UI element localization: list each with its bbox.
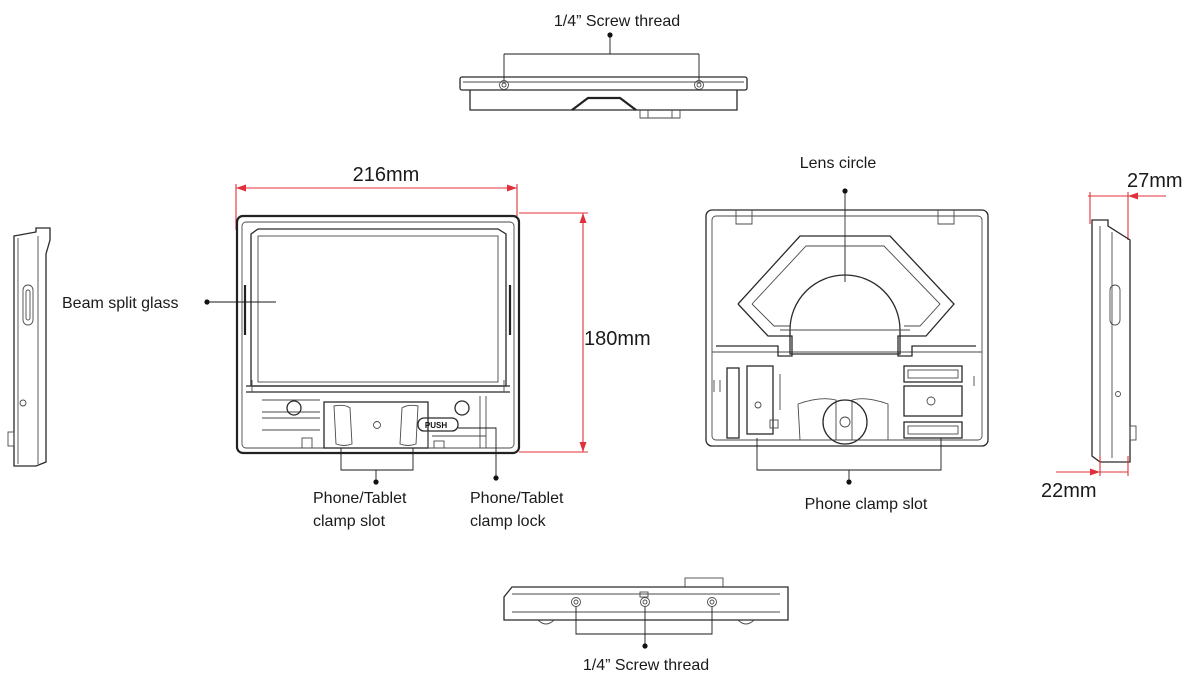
right-side-view: 27mm 22mm	[1041, 170, 1183, 502]
glass-inner	[257, 235, 499, 383]
bottom-view: 1/4” Screw thread	[503, 577, 789, 674]
height-dimension-label: 180mm	[584, 328, 651, 350]
bottom-screw-left	[571, 597, 581, 607]
tablet-clamp-slot	[323, 401, 429, 449]
tablet-clamp-lock-label-1: Phone/Tablet	[470, 490, 564, 507]
rear-clamp-block	[746, 365, 774, 435]
screw-thread-bottom-label: 1/4” Screw thread	[583, 657, 709, 674]
front-screw-right	[454, 400, 470, 416]
top-view-rim	[459, 76, 748, 91]
rear-slot-top	[903, 365, 963, 383]
push-button-label: PUSH	[425, 421, 447, 430]
bottom-view-tab	[684, 577, 724, 588]
rear-screw-block	[903, 385, 963, 417]
left-side-screw	[19, 399, 27, 407]
rear-slot-left	[726, 367, 740, 439]
tablet-lock-leader	[458, 427, 497, 476]
front-screw-left	[286, 400, 302, 416]
bottom-screw-center	[640, 597, 650, 607]
screw-bottom-leader	[575, 607, 713, 644]
tablet-slot-leader	[340, 448, 414, 480]
screw-top-leader	[503, 35, 700, 80]
phone-slot-leader	[756, 438, 942, 480]
tablet-clamp-slot-label-1: Phone/Tablet	[313, 490, 407, 507]
top-view: 1/4” Screw thread	[459, 13, 748, 119]
clamp-jaw-left	[333, 404, 353, 446]
top-screw-left	[499, 80, 509, 90]
left-side-view	[7, 227, 51, 467]
top-view-handle	[571, 96, 637, 111]
beam-split-glass-label: Beam split glass	[62, 295, 179, 312]
top-screw-right	[694, 80, 704, 90]
phone-clamp-slot-label: Phone clamp slot	[805, 496, 928, 513]
screw-thread-top-label: 1/4” Screw thread	[554, 13, 680, 30]
front-outer-frame	[235, 214, 521, 455]
rear-slot-bottom	[903, 421, 963, 439]
rear-outer-frame	[705, 209, 989, 447]
left-side-slot	[22, 284, 34, 326]
bottom-view-body	[503, 586, 789, 621]
lens-circle-label: Lens circle	[800, 155, 877, 172]
lens-circle	[789, 274, 901, 355]
beam-split-glass-panel	[250, 228, 507, 387]
left-side-body	[13, 227, 51, 467]
phone-clamp-dial	[822, 399, 868, 445]
clamp-jaw-right	[399, 404, 419, 446]
bottom-screw-right	[707, 597, 717, 607]
phone-clamp-jaws	[797, 398, 889, 441]
rear-view: Lens circle Phone clamp slot	[705, 155, 989, 513]
tablet-clamp-slot-label-2: clamp slot	[313, 513, 386, 530]
rear-channel-outer	[716, 235, 976, 357]
front-view: 216mm 180mm PU	[62, 164, 651, 530]
width-dimension-label: 216mm	[353, 164, 420, 186]
right-side-slot	[1109, 284, 1121, 326]
right-side-body	[1091, 219, 1131, 463]
tablet-clamp-lock-label-2: clamp lock	[470, 513, 547, 530]
top-view-body	[469, 90, 738, 111]
push-button	[417, 417, 459, 432]
depth-bottom-label: 22mm	[1041, 480, 1097, 502]
depth-top-label: 27mm	[1127, 170, 1183, 192]
